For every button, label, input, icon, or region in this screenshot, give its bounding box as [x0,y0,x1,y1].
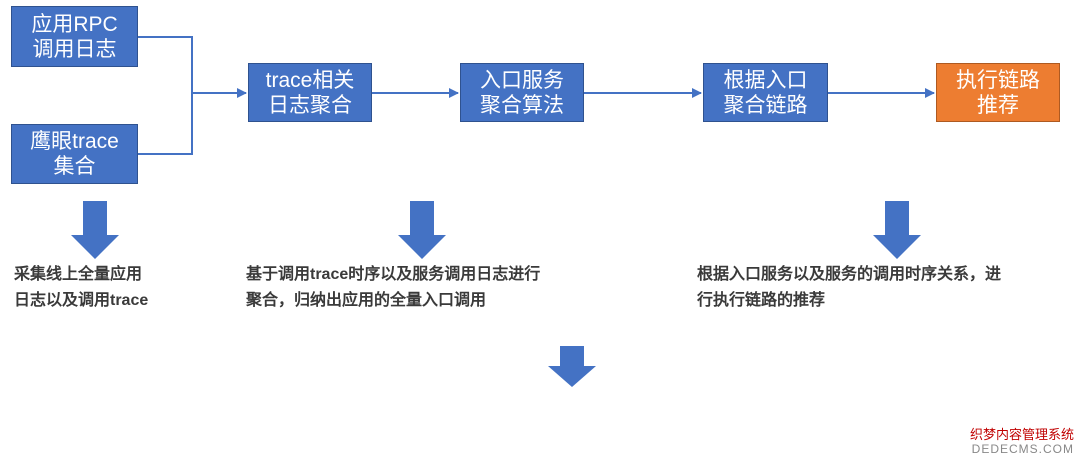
note-aggregate: 基于调用trace时序以及服务调用日志进行 聚合，归纳出应用的全量入口调用 [246,262,540,314]
box-eagle-trace: 鹰眼trace 集合 [11,124,138,184]
note-aggregate-line-1: 基于调用trace时序以及服务调用日志进行 [246,266,541,283]
note-recommend-line-2: 行执行链路的推荐 [697,292,826,309]
connector-rpc-log [138,36,193,93]
down-arrow-bottom [548,346,596,387]
connector-eagle-trace [138,93,193,155]
down-arrow-collect [71,201,119,259]
watermark-title: 织梦内容管理系统 [969,427,1074,442]
down-arrow-recommend [873,201,921,259]
watermark-domain: DEDECMS.COM [971,442,1074,456]
note-recommend-line-1: 根据入口服务以及服务的调用时序关系，进 [697,266,1002,283]
note-collect-line-2: 日志以及调用trace [14,292,149,309]
note-collect-line-1: 采集线上全量应用 [14,266,143,283]
note-recommend: 根据入口服务以及服务的调用时序关系，进 行执行链路的推荐 [697,262,1001,314]
box-recommend: 执行链路 推荐 [936,63,1060,122]
box-entry-chain: 根据入口 聚合链路 [703,63,828,122]
note-collect: 采集线上全量应用 日志以及调用trace [14,262,148,314]
box-rpc-log: 应用RPC 调用日志 [11,6,138,67]
down-arrow-aggregate [398,201,446,259]
box-entry-algorithm: 入口服务 聚合算法 [460,63,584,122]
note-aggregate-line-2: 聚合，归纳出应用的全量入口调用 [246,292,487,309]
watermark: 织梦内容管理系统 DEDECMS.COM [970,427,1074,457]
box-trace-aggregate: trace相关 日志聚合 [248,63,372,122]
